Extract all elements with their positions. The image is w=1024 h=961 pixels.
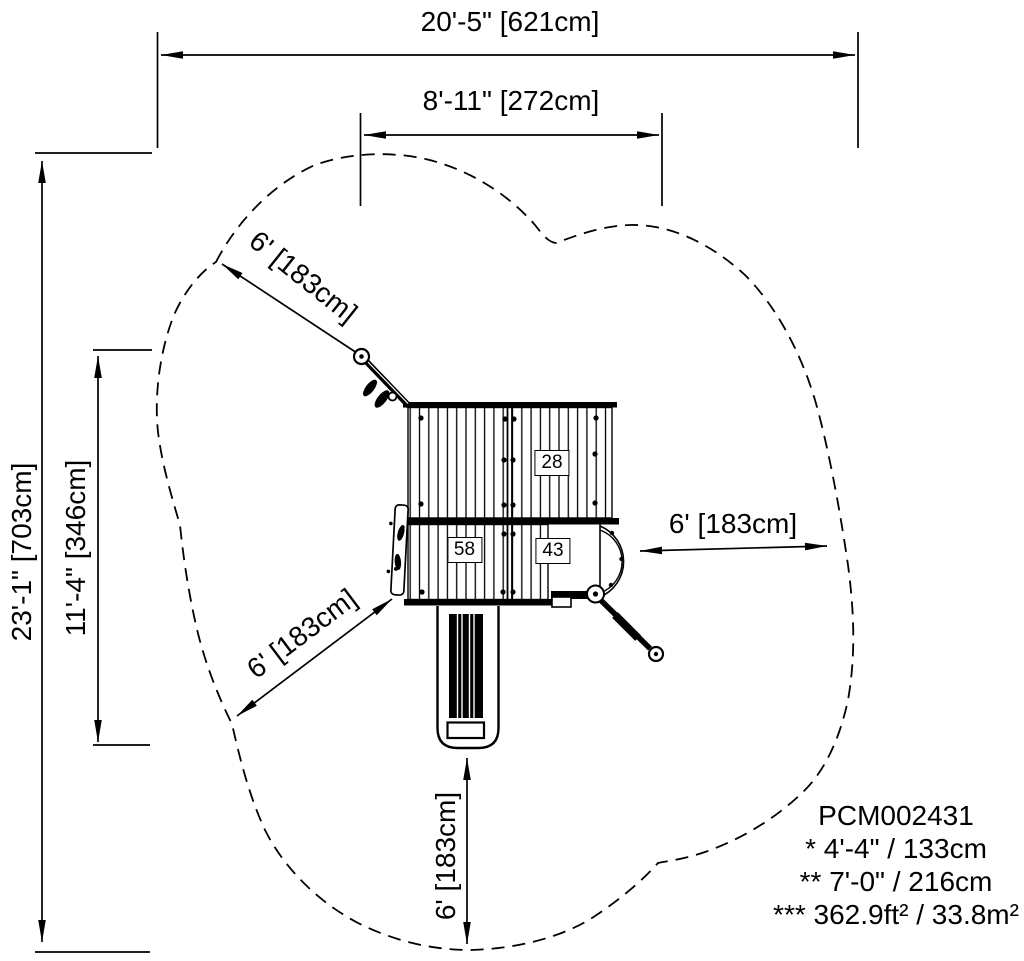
deck-posts <box>418 415 599 595</box>
model-number: PCM002431 <box>818 800 974 831</box>
climbing-panel <box>386 504 409 596</box>
dimension-lines <box>38 51 855 944</box>
top-rail <box>403 402 617 408</box>
extension-lines <box>35 32 859 953</box>
note-line-3: *** 362.9ft² / 33.8m² <box>773 899 1019 930</box>
lower-right-swing-arm <box>551 584 665 663</box>
dim-line-upper-diagonal <box>221 263 361 356</box>
component-tag-43: 43 <box>535 538 571 564</box>
dim-label-top: 20'-5" [621cm] <box>420 6 600 37</box>
dim-label-inner-left: 11'-4" [346cm] <box>60 459 91 637</box>
dim-line-right <box>639 542 828 555</box>
component-tag-28: 28 <box>534 450 570 476</box>
component-tag-58: 58 <box>446 537 483 563</box>
middle-rail <box>402 518 619 525</box>
notes-block: PCM002431 * 4'-4" / 133cm ** 7'-0" / 216… <box>736 799 1024 931</box>
dim-label-left: 23'-1" [703cm] <box>6 462 37 642</box>
playset-structure <box>352 347 665 750</box>
dim-label-bottom: 6' [183cm] <box>430 791 461 921</box>
bottom-rail <box>404 599 553 606</box>
deck-side-arc <box>599 525 625 598</box>
safety-zone-boundary <box>155 153 855 951</box>
upper-left-climber <box>352 347 412 409</box>
slide <box>436 606 500 750</box>
dim-label-inner-top: 8'-11" [272cm] <box>422 85 600 116</box>
note-line-1: * 4'-4" / 133cm <box>805 833 987 864</box>
dim-line-lower-diagonal <box>236 598 393 717</box>
note-line-2: ** 7'-0" / 216cm <box>799 866 993 897</box>
dim-label-right: 6' [183cm] <box>668 508 798 539</box>
upper-deck <box>407 406 613 519</box>
